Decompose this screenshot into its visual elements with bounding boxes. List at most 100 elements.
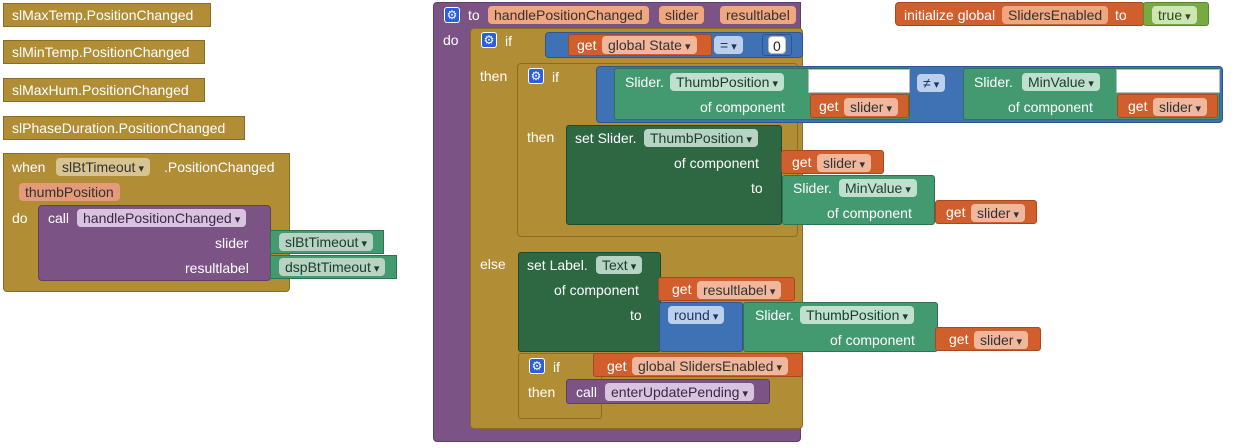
get-slider[interactable]: get slider [810, 94, 909, 118]
slider-label: Slider. [974, 74, 1013, 90]
then-label: then [528, 384, 556, 400]
then-label: then [527, 129, 555, 145]
property-dropdown[interactable]: Text [596, 256, 643, 274]
component-dspbttimeout[interactable]: dspBtTimeout [270, 255, 397, 279]
do-label: do [12, 210, 28, 226]
number-field[interactable]: 0 [768, 36, 786, 54]
variable-dropdown[interactable]: slider [817, 154, 872, 172]
collapsed-event-slphaseduration[interactable]: slPhaseDuration.PositionChanged [3, 116, 245, 140]
collapsed-event-slmaxtemp[interactable]: slMaxTemp.PositionChanged [3, 3, 211, 27]
initialize-global-block[interactable]: initialize global SlidersEnabled to [895, 2, 1145, 26]
get-global-slidersenabled[interactable]: get global SlidersEnabled [593, 353, 803, 377]
get-label: get [607, 358, 627, 374]
property-dropdown[interactable]: ThumbPosition [800, 306, 914, 324]
global-name-field[interactable]: SlidersEnabled [1002, 6, 1109, 24]
mutator-gear-icon[interactable]: ⚙ [529, 358, 545, 374]
else-label: else [480, 256, 506, 272]
property-dropdown[interactable]: MinValue [1022, 73, 1100, 91]
of-component-label: of component [554, 282, 639, 298]
operator-dropdown[interactable]: ≠ [917, 74, 946, 92]
get-label: get [1128, 98, 1148, 114]
component-slbttimeout[interactable]: slBtTimeout [270, 230, 384, 254]
set-slider-thumbposition[interactable]: set Slider. ThumbPosition of component t… [566, 125, 782, 225]
slider-label: Slider. [625, 74, 664, 90]
slider-minvalue-getter[interactable]: Slider. MinValue of component [782, 175, 935, 225]
of-component-label: of component [1008, 99, 1093, 115]
call-label: call [576, 384, 598, 400]
get-label: get [792, 154, 812, 170]
get-slider[interactable]: get slider [781, 150, 884, 174]
set-label-label: set Label. [527, 257, 588, 273]
get-label: get [672, 281, 692, 297]
property-dropdown[interactable]: ThumbPosition [670, 73, 784, 91]
get-slider[interactable]: get slider [935, 200, 1037, 224]
do-label: do [443, 32, 459, 48]
get-slider[interactable]: get slider [1117, 94, 1218, 118]
property-dropdown[interactable]: MinValue [839, 179, 917, 197]
variable-dropdown[interactable]: global State [602, 36, 697, 54]
procedure-name-field[interactable]: handlePositionChanged [488, 6, 649, 24]
if-sliders-enabled-block[interactable]: ⚙ if then [518, 353, 602, 419]
slider-thumbposition-getter[interactable]: Slider. ThumbPosition of component [743, 302, 938, 352]
slider-label: Slider. [755, 307, 794, 323]
component-dropdown[interactable]: dspBtTimeout [279, 258, 386, 276]
socket-spacer [808, 69, 910, 93]
to-label: to [1115, 7, 1127, 23]
variable-dropdown[interactable]: global SlidersEnabled [632, 357, 789, 375]
to-label: to [468, 7, 480, 23]
if-label: if [505, 33, 512, 49]
to-label: to [630, 307, 642, 323]
math-round-block[interactable]: round [659, 302, 743, 352]
of-component-label: of component [700, 99, 785, 115]
get-label: get [577, 37, 597, 53]
to-label: to [751, 180, 763, 196]
collapsed-event-label: slMinTemp.PositionChanged [12, 44, 190, 60]
logic-true-block[interactable]: true [1143, 2, 1209, 26]
variable-dropdown[interactable]: slider [844, 98, 899, 116]
arg-label-slider: slider [215, 235, 249, 251]
boolean-dropdown[interactable]: true [1152, 6, 1197, 24]
if-label: if [552, 69, 559, 85]
collapsed-event-slmintemp[interactable]: slMinTemp.PositionChanged [3, 40, 205, 64]
component-dropdown[interactable]: slBtTimeout [56, 158, 150, 176]
initialize-global-label: initialize global [904, 7, 996, 23]
variable-dropdown[interactable]: slider [971, 204, 1026, 222]
variable-dropdown[interactable]: slider [1153, 98, 1208, 116]
variable-dropdown[interactable]: slider [974, 331, 1029, 349]
get-resultlabel[interactable]: get resultlabel [658, 277, 795, 301]
get-slider[interactable]: get slider [935, 327, 1041, 351]
param-slider[interactable]: slider [659, 6, 705, 24]
if-label: if [553, 359, 560, 375]
then-label: then [480, 68, 508, 84]
number-block[interactable]: 0 [762, 34, 792, 56]
proc-name-dropdown[interactable]: enterUpdatePending [605, 383, 755, 401]
get-global-state[interactable]: get global State [568, 34, 712, 56]
variable-dropdown[interactable]: resultlabel [697, 281, 782, 299]
proc-name-dropdown[interactable]: handlePositionChanged [77, 209, 247, 227]
property-dropdown[interactable]: ThumbPosition [644, 129, 758, 147]
of-component-label: of component [827, 205, 912, 221]
mutator-gear-icon[interactable]: ⚙ [481, 32, 497, 48]
param-resultlabel[interactable]: resultlabel [720, 6, 796, 24]
of-component-label: of component [830, 332, 915, 348]
get-label: get [949, 331, 969, 347]
mutator-gear-icon[interactable]: ⚙ [528, 68, 544, 84]
slider-label: Slider. [793, 180, 832, 196]
collapsed-event-slmaxhum[interactable]: slMaxHum.PositionChanged [3, 78, 205, 102]
of-component-label: of component [674, 155, 759, 171]
round-dropdown[interactable]: round [668, 306, 725, 324]
set-slider-label: set Slider. [575, 130, 637, 146]
event-name: .PositionChanged [164, 159, 275, 175]
call-handlepositionchanged[interactable]: call handlePositionChanged slider result… [38, 205, 271, 281]
call-enterupdatepending[interactable]: call enterUpdatePending [566, 379, 770, 404]
collapsed-event-label: slPhaseDuration.PositionChanged [12, 120, 226, 136]
set-label-text[interactable]: set Label. Text of component to [518, 252, 661, 352]
call-label: call [48, 210, 70, 226]
when-label: when [12, 159, 46, 175]
collapsed-event-label: slMaxTemp.PositionChanged [12, 7, 194, 23]
operator-dropdown[interactable]: = [714, 36, 743, 54]
component-dropdown[interactable]: slBtTimeout [279, 233, 373, 251]
mutator-gear-icon[interactable]: ⚙ [444, 7, 460, 23]
param-thumbposition[interactable]: thumbPosition [19, 183, 120, 201]
socket-spacer [1116, 69, 1220, 93]
